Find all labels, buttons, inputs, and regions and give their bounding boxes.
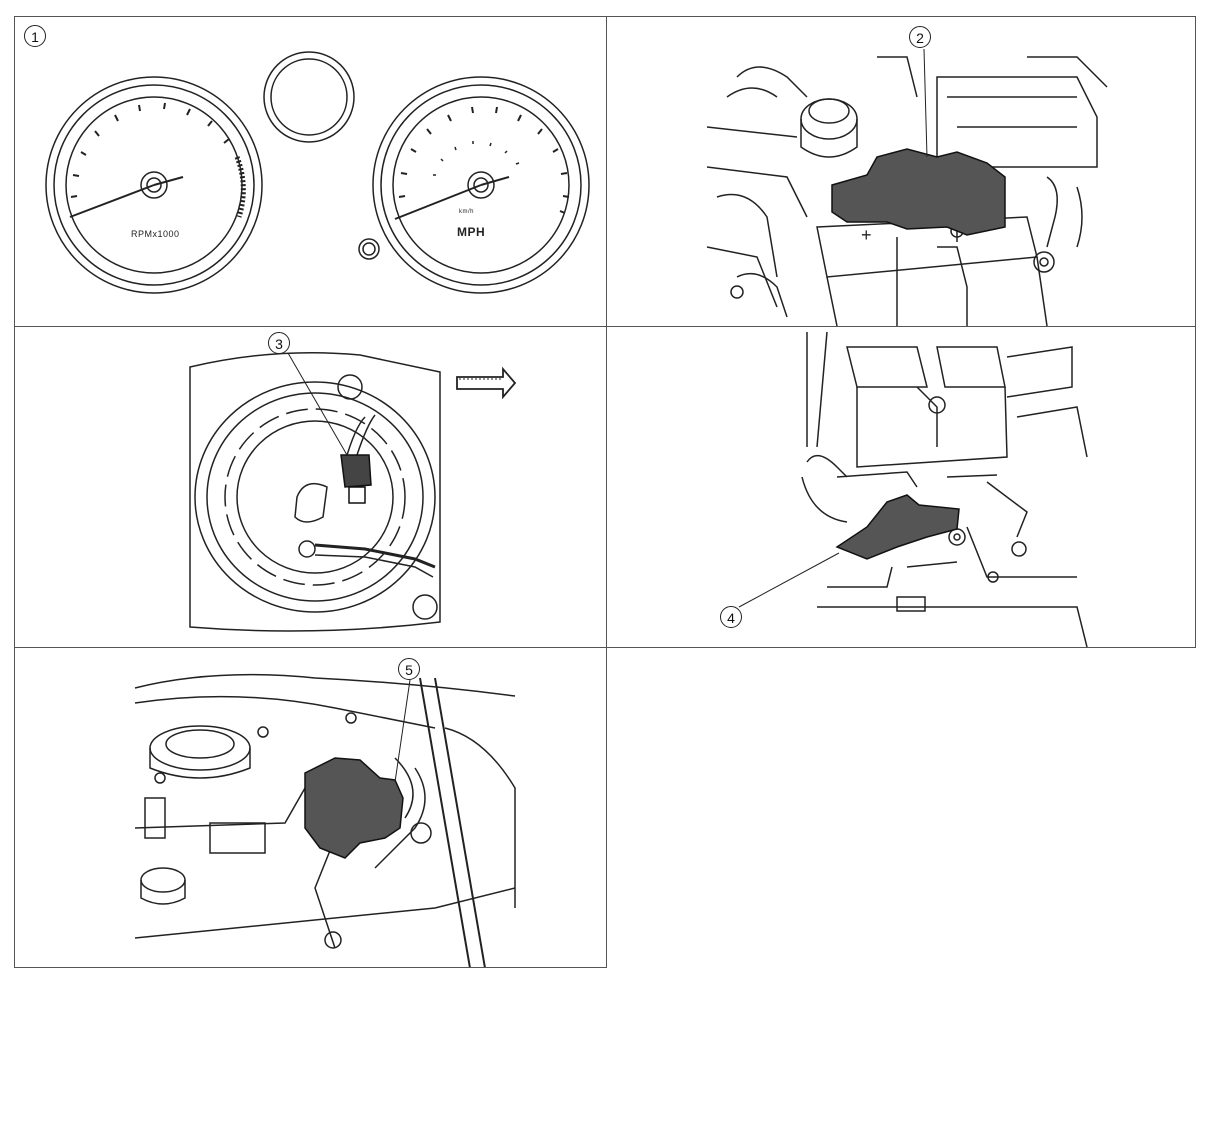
- frame-right: [1195, 16, 1196, 648]
- shaded-connector-3: [340, 454, 372, 488]
- panel-strut-tower: 5: [15, 648, 606, 967]
- callout-2: 2: [909, 26, 931, 48]
- panel-engine-room-battery: 2 +: [607, 17, 1195, 326]
- panel-fuel-level-sensor: 3: [15, 327, 606, 647]
- strut-tower-drawing: [134, 673, 516, 967]
- callout-3: 3: [268, 332, 290, 354]
- fuel-pump-drawing: [189, 351, 517, 632]
- frame-row1: [14, 326, 1196, 327]
- frame-top: [14, 16, 1196, 17]
- callout-4: 4: [720, 606, 742, 628]
- speedo-unit-label: km/h: [459, 209, 475, 215]
- frame-bottom: [14, 967, 607, 968]
- engine-lower-drawing: [738, 331, 1088, 647]
- cluster-drawing: [45, 51, 590, 294]
- shaded-component-4: [835, 494, 960, 560]
- callout-5: 5: [398, 658, 420, 680]
- tach-label: RPMx1000: [131, 229, 180, 239]
- panel-combination-meter: 1 RPMx1000 km/h MPH: [15, 17, 606, 326]
- engine-room-drawing: [706, 48, 1108, 326]
- shaded-component-2: [831, 148, 1006, 236]
- frame-mid-vertical: [606, 16, 607, 968]
- speedo-label: MPH: [457, 225, 486, 239]
- callout-1: 1: [24, 25, 46, 47]
- battery-plus-terminal: +: [861, 225, 872, 245]
- panel-engine-lower: 4: [607, 327, 1195, 647]
- frame-left: [14, 16, 15, 968]
- shaded-component-5: [304, 757, 404, 859]
- frame-row2: [14, 647, 1196, 648]
